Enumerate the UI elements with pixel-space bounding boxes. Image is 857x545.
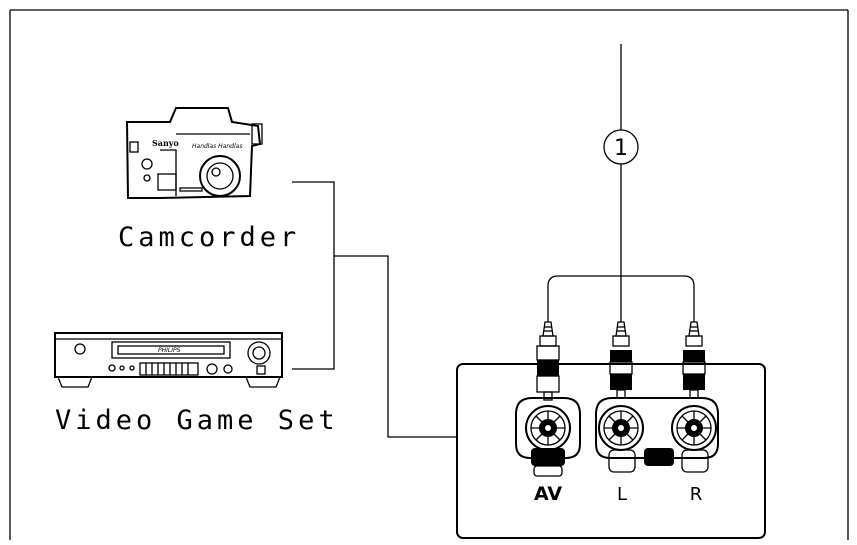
right-audio-plug [682, 321, 706, 399]
video-game-set-icon: PHILIPS [54, 332, 283, 388]
tv-connector-panel [456, 363, 766, 539]
av-jack-label: AV [534, 483, 562, 505]
av-socket [525, 405, 571, 451]
camcorder-label: Camcorder [118, 222, 300, 253]
left-audio-plug [609, 321, 633, 399]
left-jack-label: L [617, 484, 627, 505]
audio-cable [547, 44, 695, 322]
av-plug [536, 321, 560, 401]
right-jack-label: R [690, 484, 703, 505]
video-game-set-label: Video Game Set [55, 405, 339, 436]
page-frame [9, 9, 849, 540]
av-jack-housing [515, 397, 581, 477]
camcorder-model-text: Handlas Handlas [192, 143, 242, 150]
left-audio-socket [598, 405, 644, 451]
right-audio-socket [671, 405, 717, 451]
callout-number: 1 [614, 136, 628, 161]
game-set-brand: PHILIPS [158, 347, 181, 354]
camcorder-icon: Sanyo Handlas Handlas [125, 107, 263, 199]
device-cable [292, 181, 458, 438]
camcorder-brand: Sanyo [152, 138, 179, 148]
callout-marker: 1 [603, 129, 639, 165]
